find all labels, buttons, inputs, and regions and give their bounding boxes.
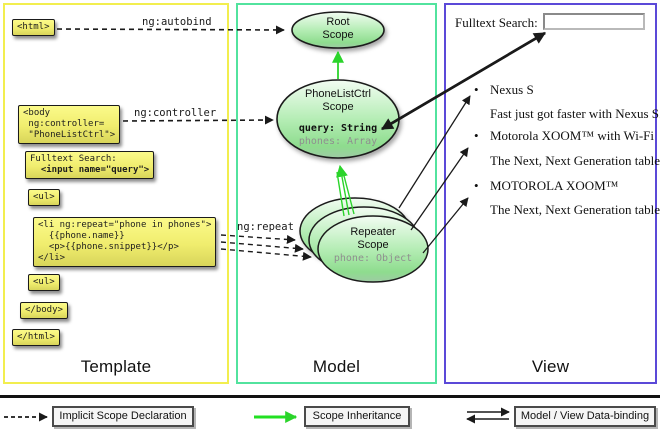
bullet-icon: • [474, 82, 479, 97]
view-item-desc: The Next, Next Generation tablet. [490, 153, 660, 168]
view-search-input[interactable] [543, 13, 645, 30]
repeat-dashed-arrow-3 [220, 248, 312, 261]
root-scope-ellipse [291, 11, 385, 49]
phone-property: phone: Object [333, 253, 413, 264]
fulltext-code-label: Fulltext Search: [30, 154, 117, 164]
template-column-title: Template [80, 357, 152, 376]
li-repeat-code-box: <li ng:repeat="phone in phones"> {{phone… [33, 217, 217, 267]
autobind-dashed-arrow [56, 25, 285, 35]
query-property: query: String [298, 123, 378, 134]
inheritance-line-3 [342, 171, 355, 215]
query-binding-arrow-to-scope [380, 31, 546, 131]
ul-open-tag-box: <ul> [28, 189, 60, 206]
view-item-desc: The Next, Next Generation tablet. [490, 202, 660, 217]
input-code: <input name="query"> [30, 165, 150, 175]
controller-dashed-arrow [122, 115, 274, 125]
repeater-scope-label: Repeater Scope [350, 226, 396, 251]
repeat-dashed-arrow-2 [220, 241, 304, 253]
repeater-binding-arrow-2 [410, 147, 469, 231]
legend-divider [0, 395, 660, 398]
legend-implicit-scope-label: Implicit Scope Declaration [52, 406, 194, 427]
repeater-scope-ellipse-front [317, 215, 429, 283]
view-item-title: Nexus S [490, 82, 534, 97]
repeater-binding-arrow-3 [422, 197, 469, 254]
body-open-tag-box: <body ng:controller= "PhoneListCtrl"> [18, 105, 121, 144]
repeater-binding-arrow-1 [398, 95, 471, 209]
repeat-label: ng:repeat [237, 221, 294, 233]
ul-close-tag-box: <ul> [28, 274, 60, 291]
html-close-tag-box: </html> [12, 329, 60, 346]
body-close-tag-box: </body> [20, 302, 68, 319]
inheritance-line-1 [336, 171, 345, 217]
inheritance-arrow-repeater [336, 164, 350, 216]
template-column [3, 3, 229, 384]
bullet-icon: • [474, 128, 479, 143]
phonelistctrl-scope-label: PhoneListCtrl Scope [304, 88, 372, 113]
legend-databinding-label: Model / View Data-binding [514, 406, 656, 427]
bullet-icon: • [474, 178, 479, 193]
legend-scope-inheritance-label: Scope Inheritance [304, 406, 410, 427]
view-search-label: Fulltext Search: [455, 15, 538, 30]
html-open-tag-box: <html> [12, 19, 55, 36]
autobind-label: ng:autobind [142, 16, 212, 28]
view-item-desc: Fast just got faster with Nexus S. [490, 106, 660, 121]
controller-label: ng:controller [134, 107, 217, 119]
view-item-title: Motorola XOOM™ with Wi-Fi [490, 128, 655, 143]
fulltext-input-code-box: Fulltext Search: <input name="query"> [25, 151, 155, 179]
phones-property: phones: Array [298, 136, 378, 147]
view-column [444, 3, 657, 384]
root-scope-label: Root Scope [322, 16, 354, 41]
repeat-dashed-arrow-1 [220, 234, 296, 244]
view-column-title: View [531, 357, 570, 376]
view-item-title: MOTOROLA XOOM™ [490, 178, 619, 193]
model-column-title: Model [312, 357, 361, 376]
